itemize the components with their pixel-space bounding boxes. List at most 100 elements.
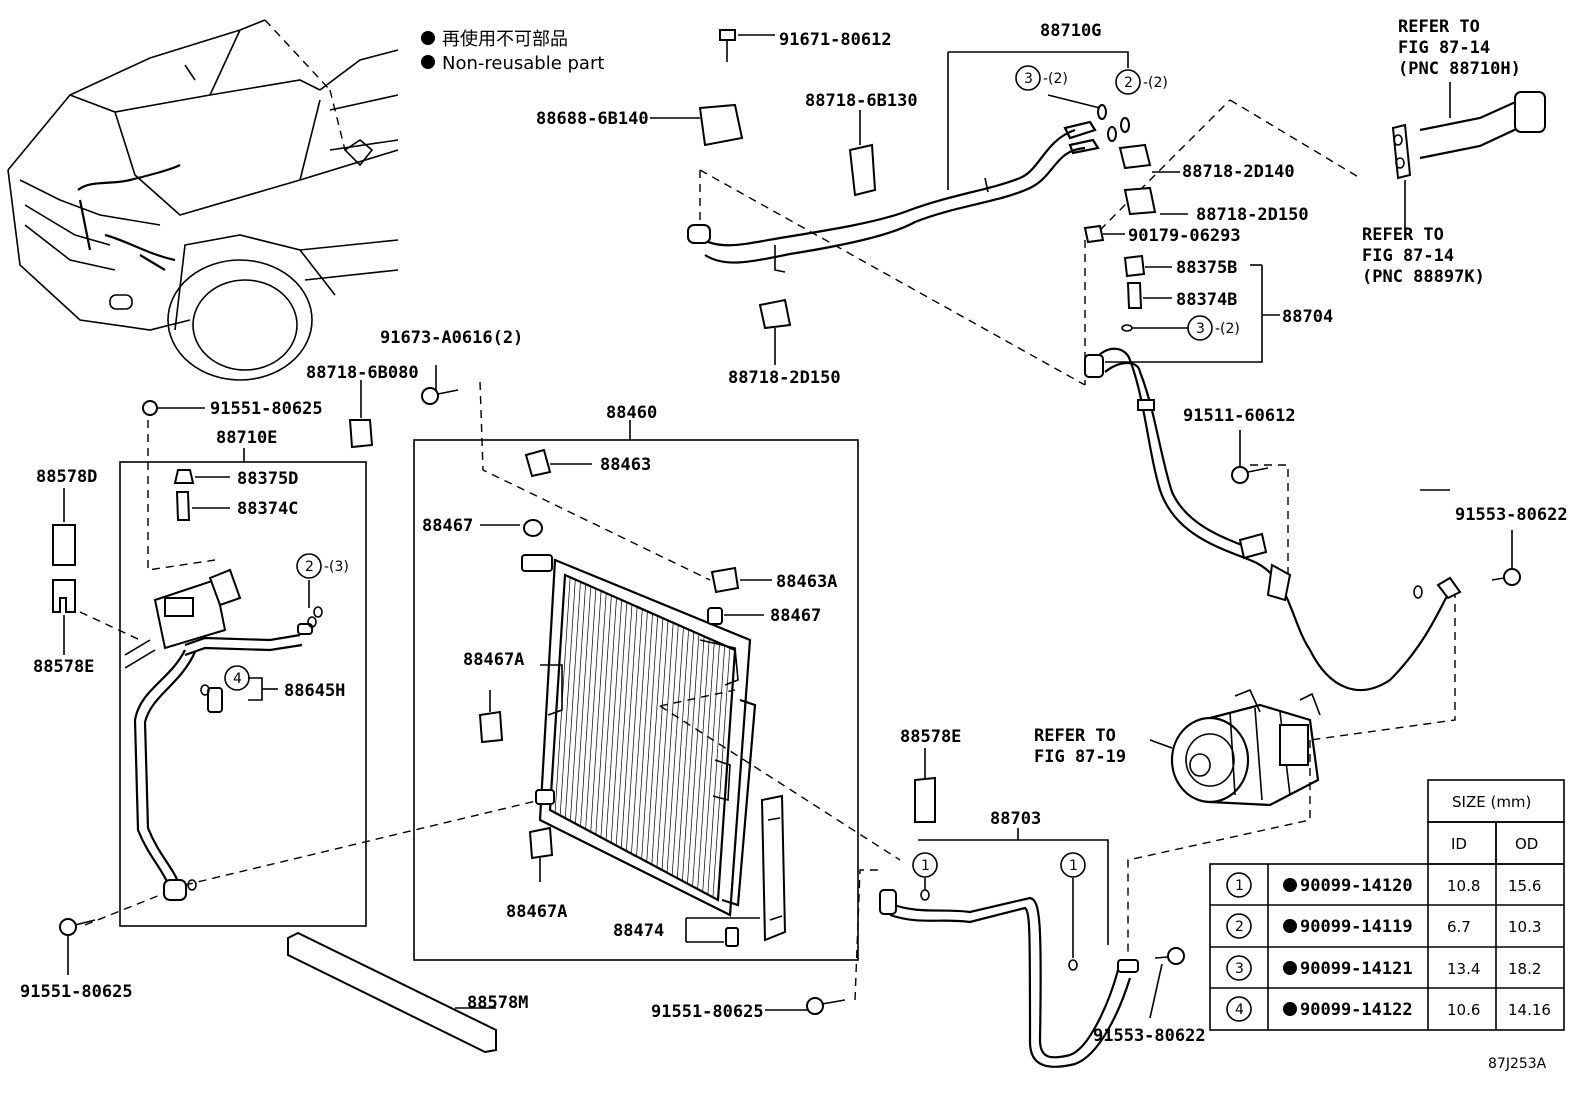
non-reusable-bullet-icon: [421, 31, 435, 45]
label-91553-80622-a: 91553-80622: [1455, 505, 1568, 525]
condenser-fin: [702, 643, 720, 892]
label-90179-06293: 90179-06293: [1128, 226, 1241, 246]
circle-number: 3: [1024, 71, 1033, 87]
label-88474: 88474: [613, 921, 664, 941]
label-91551-80625-a: 91551-80625: [210, 399, 323, 419]
label-88374B: 88374B: [1176, 290, 1237, 310]
condenser-fin: [564, 581, 581, 819]
condenser-fin: [717, 649, 736, 901]
valve-cores-left: [173, 469, 230, 521]
compressor: [1149, 688, 1321, 807]
label-88718-2D140: 88718-2D140: [1182, 162, 1295, 182]
vehicle-illustration: [7, 19, 399, 381]
refer-88710H-line1: REFER TO: [1398, 17, 1480, 37]
size-row-circle: [1226, 996, 1252, 1022]
label-88578M: 88578M: [467, 993, 528, 1013]
condenser-fin: [636, 613, 653, 857]
condenser-fin: [707, 645, 726, 895]
label-88374C: 88374C: [237, 499, 298, 519]
size-row-part: 90099-14122: [1300, 1000, 1413, 1020]
refer-notes: REFER TO FIG 87-14 (PNC 88710H) REFER TO…: [1034, 17, 1521, 767]
size-row-od: 18.2: [1508, 960, 1541, 978]
label-88463A: 88463A: [776, 572, 837, 592]
size-row-num: 3: [1235, 961, 1244, 977]
size-row-id: 13.4: [1447, 960, 1480, 978]
receiver-88474: [685, 794, 787, 947]
legend-en: Non-reusable part: [442, 53, 604, 74]
size-row-circle: [1226, 913, 1252, 939]
qty-3-top: -(2): [1043, 71, 1068, 87]
refer-88897K-line3: (PNC 88897K): [1362, 267, 1485, 287]
label-88578D: 88578D: [36, 467, 97, 487]
condenser-fin: [712, 647, 731, 898]
condenser-fin: [626, 609, 643, 851]
size-row-num: 4: [1235, 1002, 1244, 1018]
liquid-line-88710E: [119, 448, 367, 927]
size-row-num: 1: [1235, 878, 1244, 894]
qty-3-mid: -(2): [1215, 321, 1240, 337]
condenser-fin: [575, 586, 592, 824]
circle-number: 3: [1196, 321, 1205, 337]
condenser-fin: [682, 634, 700, 881]
condenser-fin: [600, 597, 617, 838]
refer-compressor-line1: REFER TO: [1034, 726, 1116, 746]
refer-hose-88710H: [1391, 82, 1546, 228]
label-88467-b: 88467: [770, 606, 821, 626]
condenser-fin: [646, 618, 664, 862]
condenser-fin: [697, 640, 715, 890]
condenser-fin: [656, 622, 674, 868]
size-row-od: 10.3: [1508, 918, 1541, 936]
label-91553-80622-b: 91553-80622: [1093, 1026, 1206, 1046]
liquid-line-88703: [879, 748, 1139, 1068]
size-row-circle: [1226, 955, 1252, 981]
condenser-88460: [413, 420, 859, 961]
condenser-fin: [585, 590, 602, 830]
label-88463: 88463: [600, 455, 651, 475]
label-88467A-a: 88467A: [463, 650, 524, 670]
condenser-fin: [580, 588, 597, 827]
condenser-fin: [631, 611, 648, 854]
label-88710G: 88710G: [1040, 21, 1101, 41]
label-88718-6B130: 88718-6B130: [805, 91, 918, 111]
qty-2-top: -(2): [1143, 75, 1168, 91]
part-labels: 91671-80612 88710G 88688-6B140 88718-6B1…: [20, 21, 1568, 1046]
cushion-88578M: [287, 931, 497, 1054]
label-88578E-b: 88578E: [900, 727, 961, 747]
label-88710E: 88710E: [216, 428, 277, 448]
size-row-num: 2: [1235, 919, 1244, 935]
label-91551-80625-b: 91551-80625: [651, 1002, 764, 1022]
label-91673-A0616: 91673-A0616(2): [380, 328, 523, 348]
condenser-fin: [610, 602, 628, 843]
label-91671-80612: 91671-80612: [779, 30, 892, 50]
circle-number: 1: [921, 858, 930, 874]
condenser-fin: [605, 599, 623, 841]
figure-code: 87J253A: [1488, 1056, 1547, 1072]
size-row-part: 90099-14120: [1300, 876, 1413, 896]
condenser-fin: [687, 636, 705, 884]
brackets: [478, 448, 772, 882]
condenser-fin: [661, 624, 679, 871]
condenser-fin: [570, 584, 586, 821]
size-row-od: 14.16: [1508, 1001, 1551, 1019]
condenser-fin: [549, 574, 566, 811]
non-reusable-bullet-icon: [1283, 919, 1297, 933]
label-88375D: 88375D: [237, 469, 298, 489]
non-reusable-bullet-icon: [1283, 878, 1297, 892]
condenser-fin: [620, 606, 638, 849]
circle-number: 2: [1124, 75, 1133, 91]
size-row-circle: [1226, 872, 1252, 898]
condenser-fin: [595, 595, 612, 835]
circle-number: 2: [305, 559, 314, 575]
circle-number: 4: [233, 671, 242, 687]
non-reusable-bullet-icon: [1283, 961, 1297, 975]
size-table-header: SIZE (mm): [1452, 793, 1531, 811]
label-91511-60612: 91511-60612: [1183, 406, 1296, 426]
size-row-id: 10.8: [1447, 877, 1480, 895]
condenser-fin: [671, 629, 689, 876]
condenser-fin: [559, 579, 576, 816]
refer-compressor-line2: FIG 87-19: [1034, 747, 1126, 767]
label-88375B: 88375B: [1176, 258, 1237, 278]
condenser-fin: [615, 604, 633, 846]
